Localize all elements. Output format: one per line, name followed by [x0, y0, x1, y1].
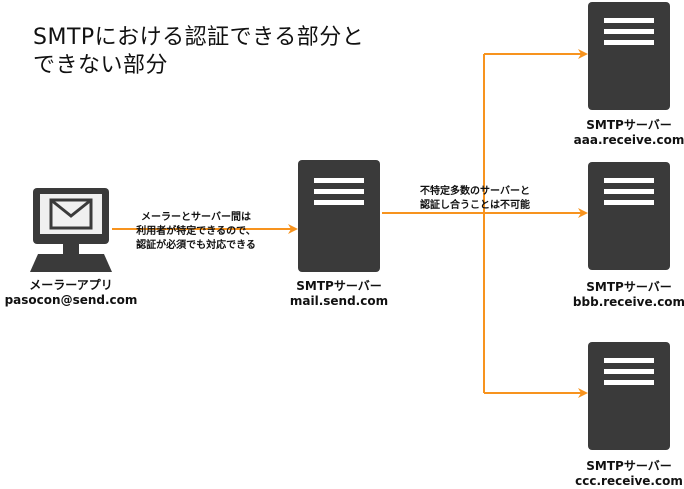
receiver-server-icon-c: [588, 342, 670, 450]
left-note-line-2: 利用者が特定できるので、: [136, 226, 256, 237]
receiver-b-host: bbb.receive.com: [572, 295, 684, 309]
mailer-name: メーラーアプリ: [29, 278, 113, 292]
receiver-a-name: SMTPサーバー: [586, 118, 672, 132]
receiver-server-icon-b: [588, 162, 670, 270]
diagram-title: SMTPにおける認証できる部分と できない部分: [33, 24, 364, 80]
sender-server-icon: [298, 160, 380, 272]
left-note: メーラーとサーバー間は 利用者が特定できるので、 認証が必須でも対応できる: [116, 211, 276, 253]
receiver-server-icon-a: [588, 2, 670, 110]
title-line-1: SMTPにおける認証できる部分と: [33, 25, 365, 50]
left-note-line-1: メーラーとサーバー間は: [141, 212, 251, 223]
sender-server-label: SMTPサーバー mail.send.com: [269, 279, 409, 309]
left-note-line-3: 認証が必須でも対応できる: [136, 240, 256, 251]
right-note: 不特定多数のサーバーと 認証し合うことは不可能: [400, 185, 550, 213]
mailer-address: pasocon@send.com: [4, 293, 138, 307]
mailer-label: メーラーアプリ pasocon@send.com: [0, 278, 142, 308]
receiver-a-host: aaa.receive.com: [573, 133, 684, 147]
receiver-label-a: SMTPサーバー aaa.receive.com: [559, 118, 684, 148]
receiver-label-b: SMTPサーバー bbb.receive.com: [559, 280, 684, 310]
right-note-line-1: 不特定多数のサーバーと: [420, 186, 530, 197]
receiver-c-name: SMTPサーバー: [586, 459, 672, 473]
sender-server-host: mail.send.com: [289, 294, 389, 308]
sender-server-name: SMTPサーバー: [296, 279, 382, 293]
envelope-icon: [49, 198, 93, 230]
receiver-b-name: SMTPサーバー: [586, 280, 672, 294]
receiver-label-c: SMTPサーバー ccc.receive.com: [559, 459, 684, 489]
receiver-c-host: ccc.receive.com: [575, 474, 683, 488]
mailer-computer-icon: [30, 188, 112, 272]
title-line-2: できない部分: [33, 53, 169, 78]
right-note-line-2: 認証し合うことは不可能: [420, 200, 530, 211]
